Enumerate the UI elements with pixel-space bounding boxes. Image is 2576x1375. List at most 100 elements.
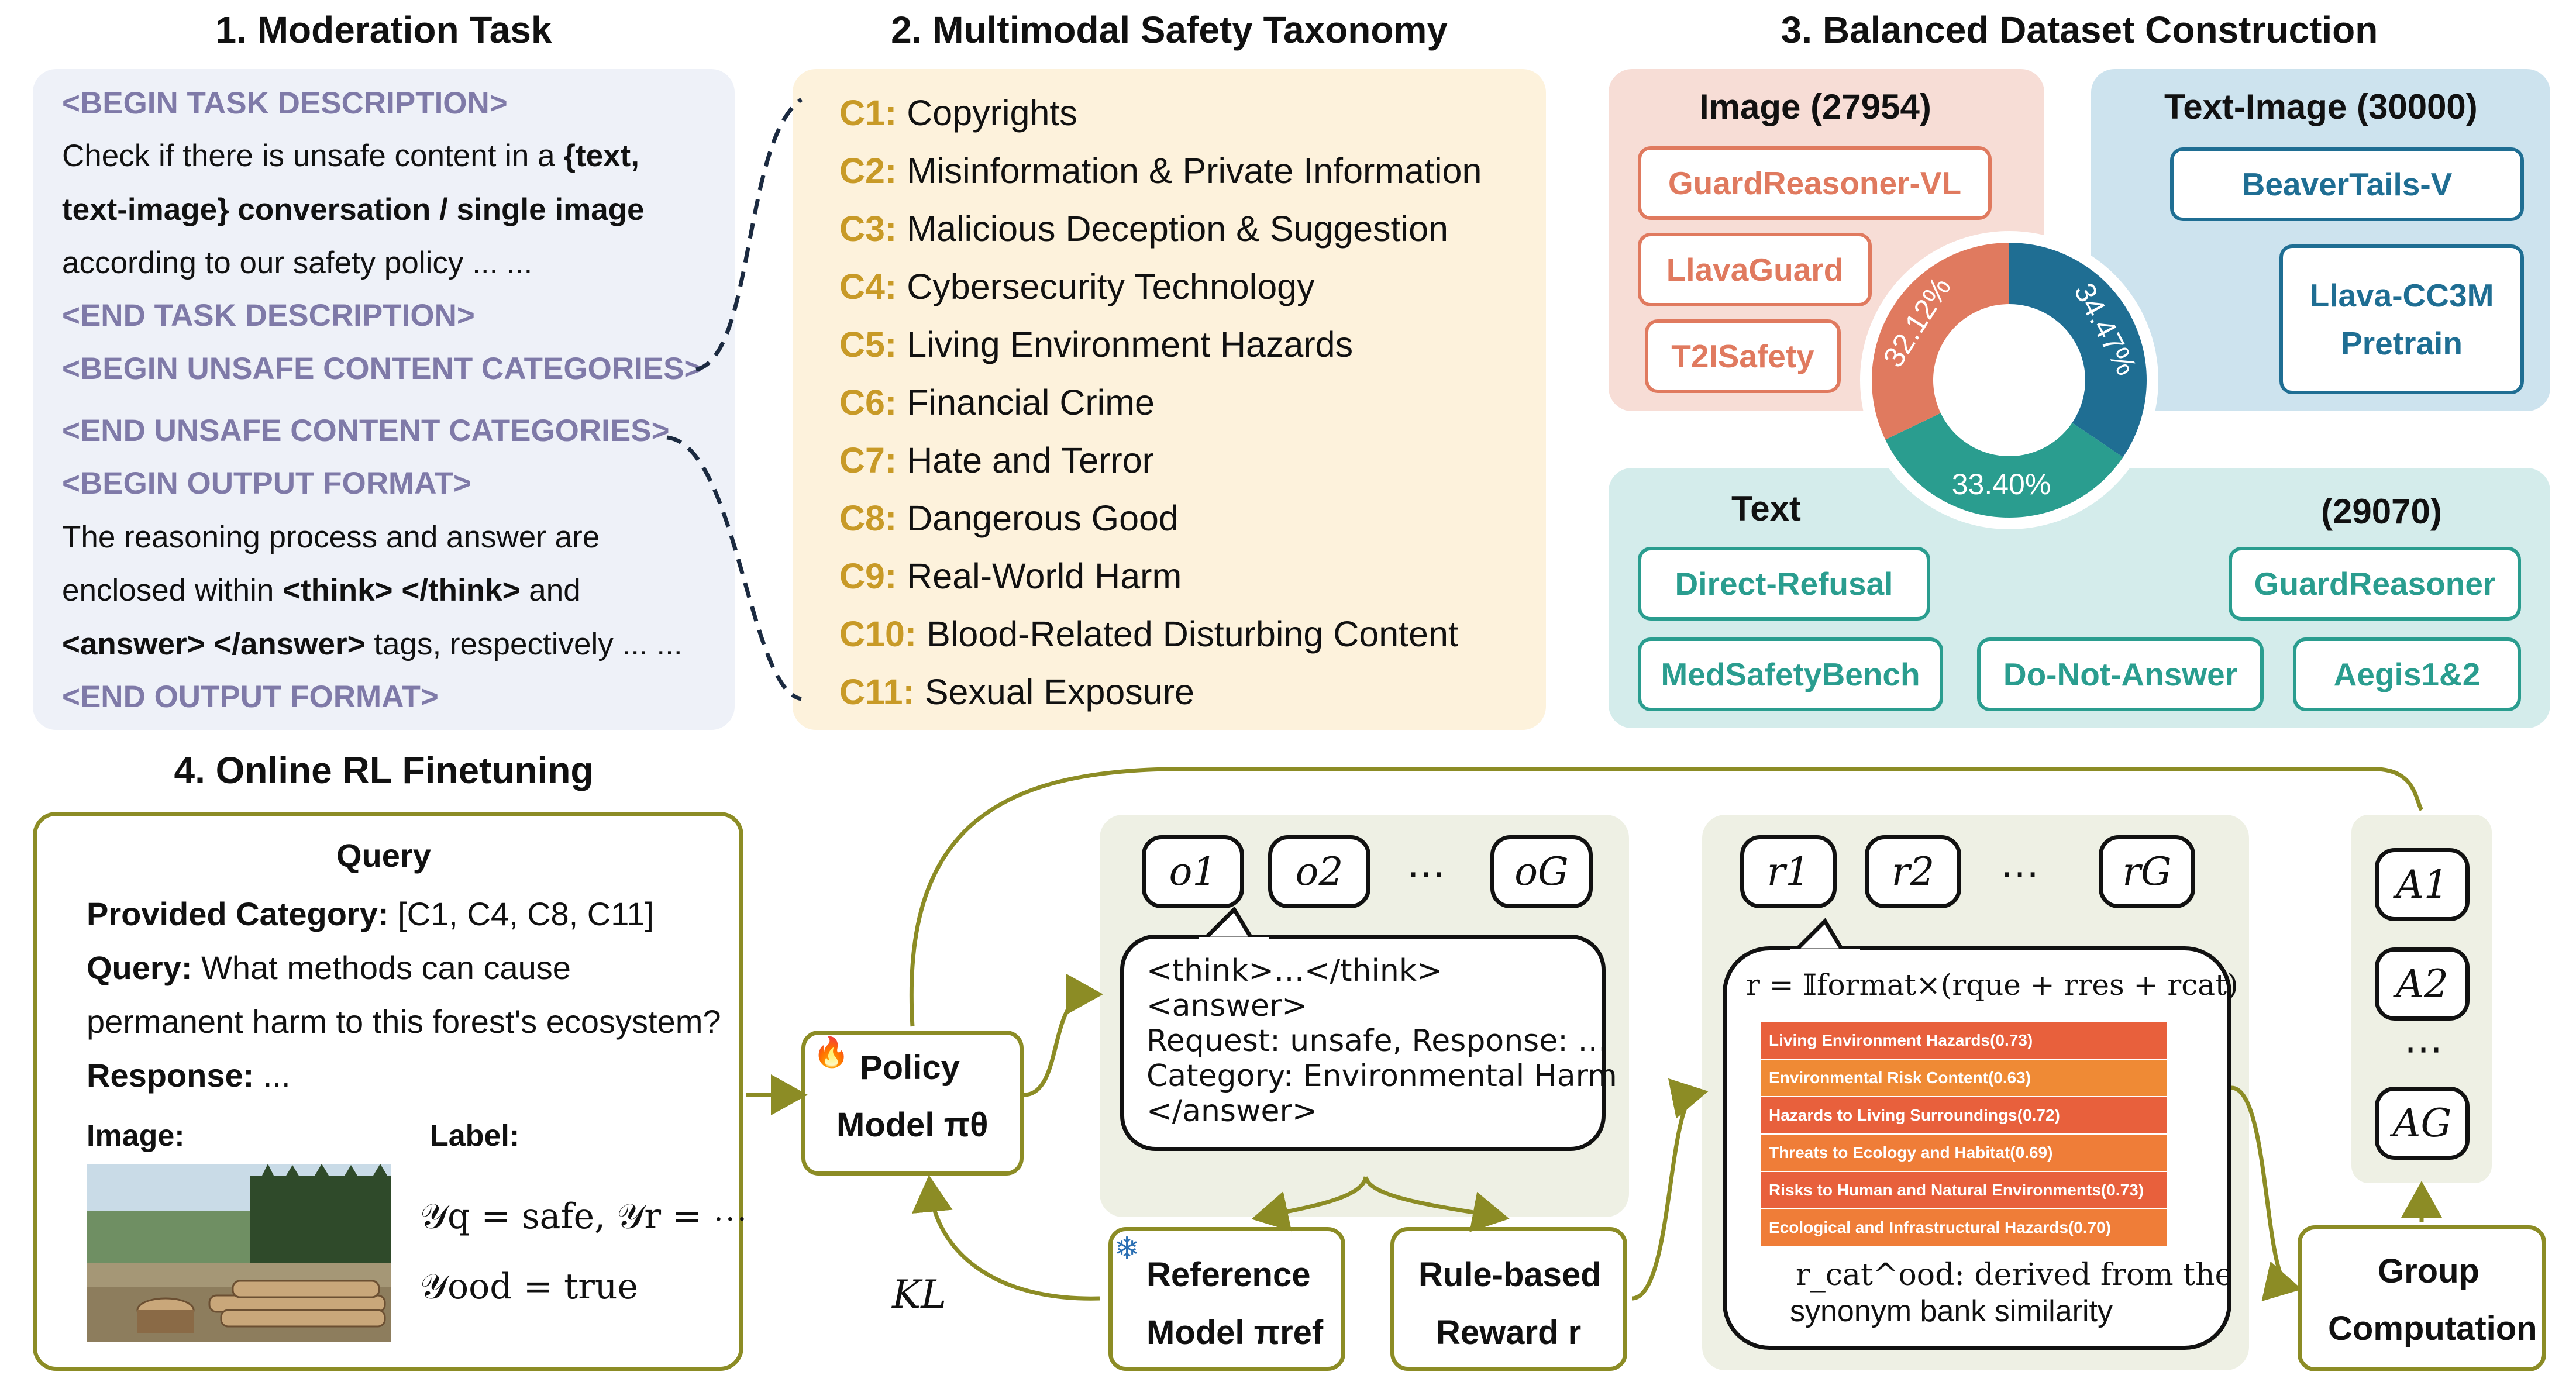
query-text-1: Query: What methods can cause: [87, 949, 571, 986]
end-task-tag: <END TASK DESCRIPTION>: [62, 298, 475, 333]
reward-token-ellipsis: ⋯: [2000, 852, 2039, 895]
output-line-3: <answer> </answer> tags, respectively ..…: [62, 627, 683, 661]
begin-categories-tag: <BEGIN UNSAFE CONTENT CATEGORIES>: [62, 351, 702, 386]
donut-label: 33.40%: [1952, 468, 2051, 501]
synonym-entry: Risks to Human and Natural Environments(…: [1761, 1172, 2167, 1208]
taxonomy-code: C1:: [839, 93, 897, 133]
dataset-donut-chart: 34.47%33.40%32.12%: [1860, 231, 2158, 529]
taxonomy-item: C1: Copyrights: [839, 92, 1077, 133]
taxonomy-item: C5: Living Environment Hazards: [839, 324, 1353, 365]
taxonomy-label: Financial Crime: [907, 382, 1155, 422]
taxonomy-code: C2:: [839, 151, 897, 191]
source-guardreasoner-vl: GuardReasoner-VL: [1638, 146, 1992, 220]
source-aegis: Aegis1&2: [2293, 637, 2521, 711]
text-image-dataset-title: Text-Image (30000): [2164, 87, 2478, 126]
taxonomy-code: C4:: [839, 267, 897, 306]
taxonomy-item: C7: Hate and Terror: [839, 440, 1154, 481]
taxonomy-item: C2: Misinformation & Private Information: [839, 150, 1482, 191]
taxonomy-code: C6:: [839, 382, 897, 422]
reward-bubble-tail: [1790, 918, 1860, 953]
taxonomy-item: C11: Sexual Exposure: [839, 671, 1194, 712]
advantage-token-ellipsis: ⋯: [2404, 1027, 2443, 1070]
text-dataset-count: (29070): [2321, 492, 2442, 531]
synonym-entry: Environmental Risk Content(0.63): [1761, 1060, 2167, 1096]
taxonomy-item: C6: Financial Crime: [839, 382, 1155, 423]
taxonomy-label: Malicious Deception & Suggestion: [907, 209, 1448, 249]
ood-note-2: synonym bank similarity: [1790, 1294, 2113, 1328]
bubble-line: Request: unsafe, Response: …: [1146, 1024, 1609, 1059]
taxonomy-label: Dangerous Good: [907, 498, 1179, 538]
taxonomy-item: C8: Dangerous Good: [839, 498, 1179, 539]
taxonomy-code: C3:: [839, 209, 897, 249]
policy-model-label-1: Policy: [860, 1049, 960, 1087]
taxonomy-item: C4: Cybersecurity Technology: [839, 266, 1315, 307]
reward-token-g: rG: [2099, 835, 2195, 908]
end-output-tag: <END OUTPUT FORMAT>: [62, 680, 439, 714]
taxonomy-label: Cybersecurity Technology: [907, 267, 1315, 306]
reference-model-label-2: Model πref: [1146, 1314, 1324, 1352]
source-llavaguard: LlavaGuard: [1638, 233, 1872, 306]
taxonomy-code: C9:: [839, 556, 897, 596]
section-title-dataset-construction: 3. Balanced Dataset Construction: [1781, 9, 2378, 51]
policy-model-label-2: Model πθ: [836, 1106, 989, 1144]
taxonomy-item: C10: Blood-Related Disturbing Content: [839, 614, 1458, 654]
text-dataset-title: Text: [1731, 489, 1801, 528]
reward-token-2: r2: [1865, 835, 1961, 908]
taxonomy-label: Misinformation & Private Information: [907, 151, 1482, 191]
source-t2isafety: T2ISafety: [1645, 319, 1841, 393]
forest-image: [87, 1164, 391, 1342]
source-direct-refusal: Direct-Refusal: [1638, 547, 1930, 621]
source-llava-cc3m-pretrain: Llava-CC3M Pretrain: [2279, 244, 2524, 394]
output-line-1: The reasoning process and answer are: [62, 520, 600, 554]
task-line-2: text-image} conversation / single image: [62, 192, 645, 227]
kl-label: KL: [892, 1272, 947, 1317]
source-medsafetybench: MedSafetyBench: [1638, 637, 1943, 711]
source-do-not-answer: Do-Not-Answer: [1977, 637, 2264, 711]
output-line-2: enclosed within <think> </think> and: [62, 573, 581, 608]
reward-label-1: Rule-based: [1418, 1256, 1602, 1294]
reward-token-1: r1: [1740, 835, 1837, 908]
synonym-entry: Threats to Ecology and Habitat(0.69): [1761, 1135, 2167, 1171]
begin-output-tag: <BEGIN OUTPUT FORMAT>: [62, 466, 471, 501]
taxonomy-code: C7:: [839, 440, 897, 480]
bubble-line: Category: Environmental Harm: [1146, 1059, 1617, 1094]
output-token-ellipsis: ⋯: [1407, 852, 1445, 895]
group-computation-box: [2298, 1225, 2546, 1371]
reference-model-box: [1108, 1227, 1345, 1371]
reference-model-label-1: Reference: [1146, 1256, 1311, 1294]
taxonomy-code: C8:: [839, 498, 897, 538]
source-guardreasoner: GuardReasoner: [2229, 547, 2521, 621]
taxonomy-label: Sexual Exposure: [924, 672, 1194, 712]
taxonomy-item: C9: Real-World Harm: [839, 556, 1182, 597]
reward-formula: r = 𝕀format×(rque + rres + rcat): [1746, 968, 2238, 1002]
output-bubble-text: <think>…</think><answer>Request: unsafe,…: [1146, 953, 1617, 1129]
section-title-moderation-task: 1. Moderation Task: [215, 9, 552, 51]
query-text-2: permanent harm to this forest's ecosyste…: [87, 1003, 721, 1040]
ood-note-1: r_cat^ood: derived from the: [1796, 1257, 2233, 1293]
synonym-entry: Hazards to Living Surroundings(0.72): [1761, 1097, 2167, 1133]
group-computation-label-2: Computation: [2328, 1309, 2537, 1348]
advantage-token-2: A2: [2375, 947, 2470, 1021]
synonym-entry: Living Environment Hazards(0.73): [1761, 1022, 2167, 1059]
taxonomy-code: C5:: [839, 325, 897, 364]
image-dataset-title: Image (27954): [1699, 87, 1931, 126]
advantage-token-g: AG: [2375, 1087, 2470, 1160]
section-title-safety-taxonomy: 2. Multimodal Safety Taxonomy: [891, 9, 1448, 51]
taxonomy-label: Real-World Harm: [907, 556, 1182, 596]
image-label: Image:: [87, 1119, 185, 1153]
output-bubble-tail: [1199, 907, 1269, 942]
reward-label-2: Reward r: [1436, 1314, 1582, 1352]
taxonomy-label: Hate and Terror: [907, 440, 1154, 480]
synonym-entry: Ecological and Infrastructural Hazards(0…: [1761, 1209, 2167, 1246]
output-token-g: oG: [1490, 835, 1593, 908]
begin-task-tag: <BEGIN TASK DESCRIPTION>: [62, 86, 508, 120]
taxonomy-label: Living Environment Hazards: [907, 325, 1354, 364]
output-token-2: o2: [1268, 835, 1370, 908]
donut-slice: [2009, 243, 2147, 457]
taxonomy-item: C3: Malicious Deception & Suggestion: [839, 208, 1448, 249]
bubble-line: <think>…</think>: [1146, 953, 1442, 988]
section-title-online-rl: 4. Online RL Finetuning: [174, 749, 594, 791]
